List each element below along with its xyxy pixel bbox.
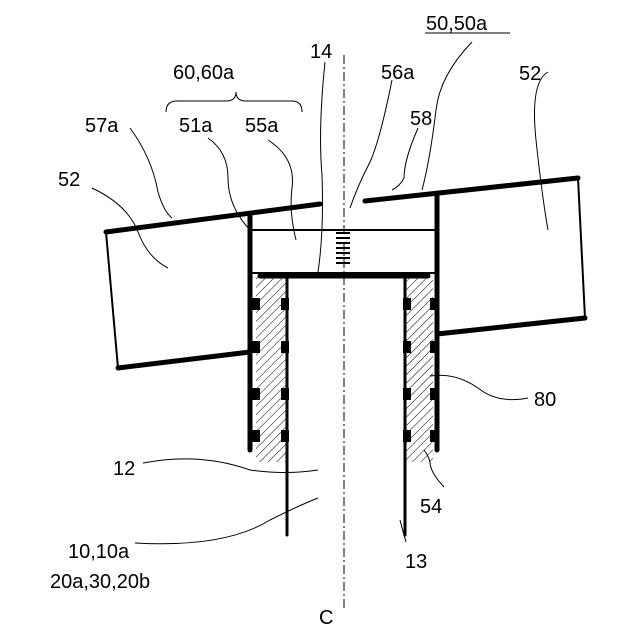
label-10-line1: 10,10a — [68, 541, 130, 563]
label-51a: 51a — [179, 115, 213, 137]
label-axis-c: C — [319, 607, 333, 629]
label-56a: 56a — [381, 62, 415, 84]
right-wing-52 — [365, 178, 585, 334]
label-group: 60,60a — [173, 62, 235, 84]
label-14: 14 — [310, 41, 332, 63]
label-55a: 55a — [245, 115, 279, 137]
label-13: 13 — [405, 551, 427, 573]
label-12: 12 — [113, 458, 135, 480]
center-ticks — [336, 233, 350, 263]
label-58: 58 — [410, 108, 432, 130]
label-10-line2: 20a,30,20b — [50, 571, 150, 593]
label-57a: 57a — [85, 115, 119, 137]
group-brace — [166, 92, 302, 112]
label-assembly: 50,50a — [426, 13, 488, 35]
label-52-right: 52 — [519, 63, 541, 85]
label-52-left: 52 — [58, 169, 80, 191]
leader-lines — [92, 42, 548, 544]
label-54: 54 — [420, 496, 442, 518]
label-80: 80 — [534, 389, 556, 411]
